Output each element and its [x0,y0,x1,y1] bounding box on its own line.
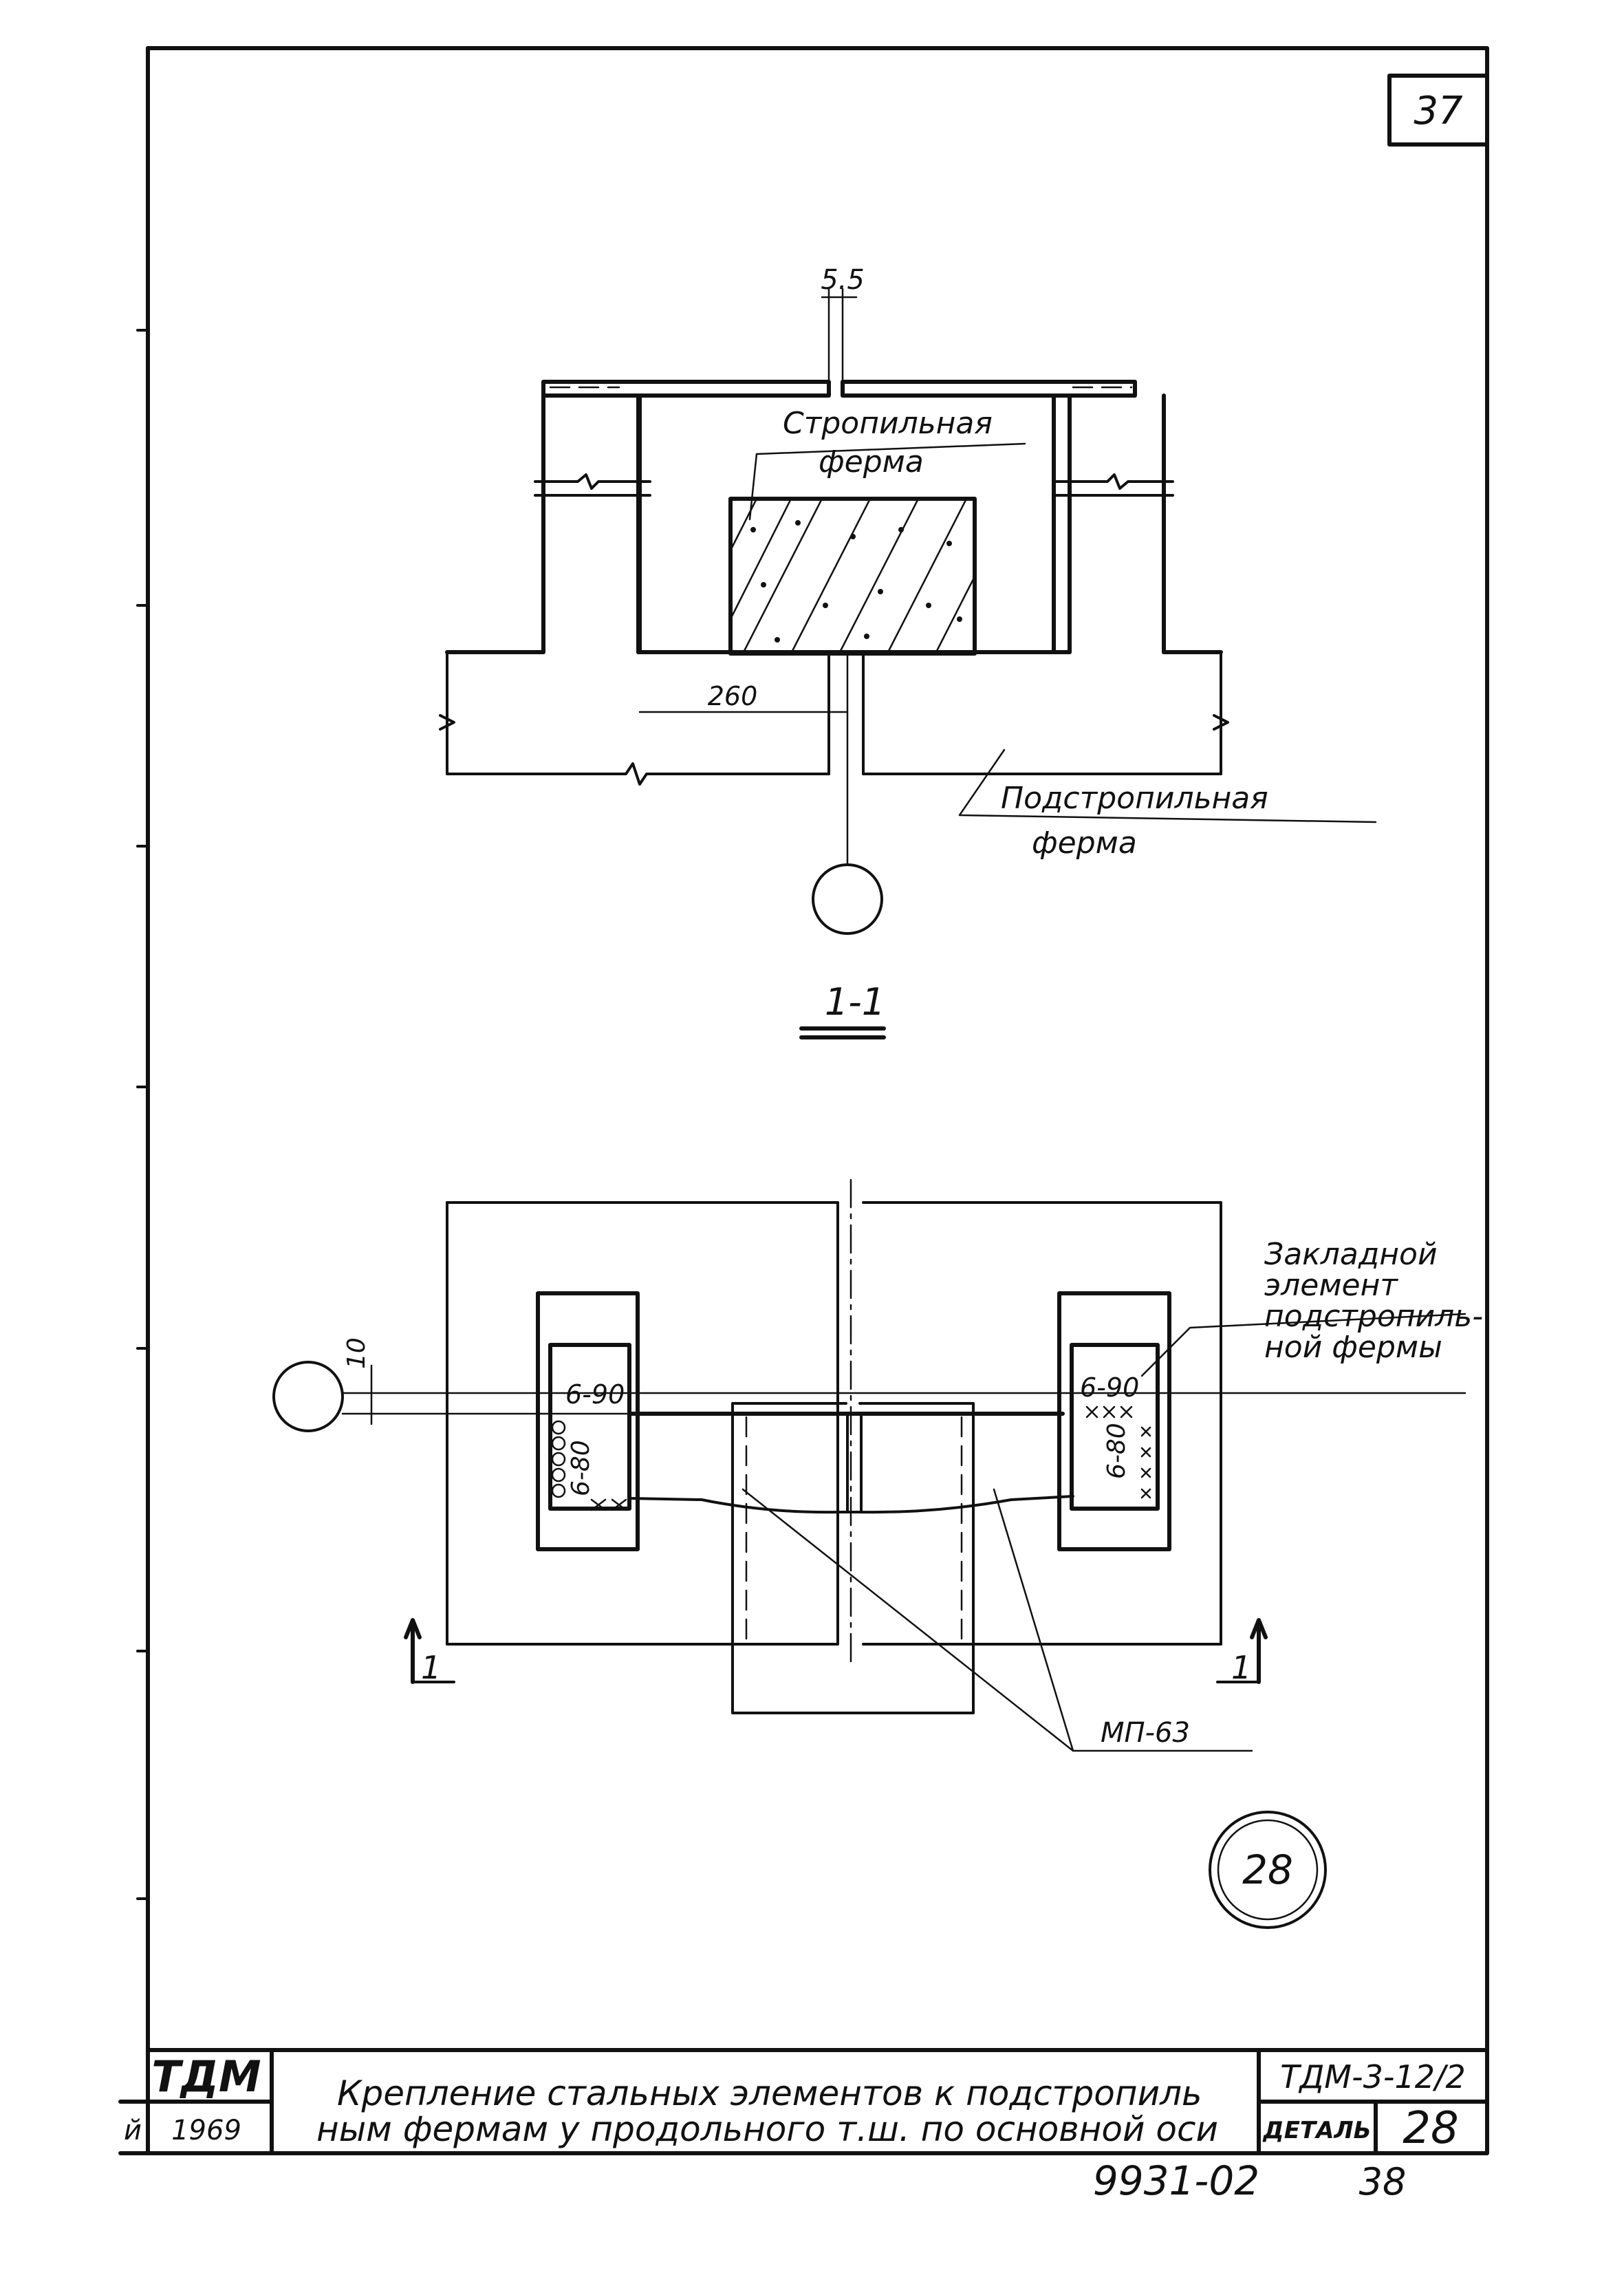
svg-text:1: 1 [1231,1649,1251,1686]
gap-dimension: 5.5 [821,264,865,296]
embed-label-1: Закладной [1264,1237,1438,1272]
weld-marks-left [551,1420,627,1511]
offset-dimension: 10 [343,1337,371,1369]
detail-number: 28 [1403,2103,1458,2154]
section-1-1: 5.5 [439,264,1377,1039]
axis-circle-section [812,863,883,935]
inventory-number: 9931-02 [1093,2157,1259,2204]
weld-label-left-side: 6-80 [567,1440,595,1496]
stamp-left-partial: й [124,2115,142,2146]
svg-text:28: 28 [1242,1846,1293,1893]
rafter-truss-label-2: ферма [819,444,924,479]
weld-label-right-top: 6-90 [1080,1372,1139,1403]
sheet-number-box: 37 [1387,74,1489,147]
axis-circle-plan [272,1361,344,1432]
stamp-year: 1969 [171,2115,241,2146]
title-block: ТДМ 1969 й Крепление стальных элементов … [118,2048,1489,2155]
sheet-number: 37 [1414,89,1463,133]
rafter-truss-block [728,497,977,656]
plan-view: 6-90 6-80 6-90 6-80 10 Закладной элемент… [272,1178,1483,1752]
section-caption: 1-1 [825,980,885,1024]
section-cut-right: 1 [1216,1618,1268,1686]
subtruss-label-1: Подстропильная [1001,781,1268,816]
detail-label: ДЕТАЛЬ [1262,2117,1371,2144]
embed-label-4: ной фермы [1264,1330,1442,1365]
weld-label-left-top: 6-90 [565,1379,625,1410]
title-line-1: Крепление стальных элементов к подстропи… [337,2073,1202,2113]
section-cut-left: 1 [404,1618,455,1686]
width-dimension: 260 [708,681,758,711]
svg-text:1: 1 [421,1649,441,1686]
part-mark-label: МП-63 [1101,1717,1190,1749]
sheet-frame [118,46,1489,2155]
aggregate-marks [750,520,962,643]
stamp-org: ТДМ [151,2051,261,2102]
weld-marks-right [1085,1405,1151,1499]
embed-label-3: подстропиль- [1264,1299,1483,1334]
embed-plate-right [1070,1343,1160,1511]
subtruss-label-2: ферма [1032,826,1137,861]
title-line-2: ным фермам у продольного т.ш. по основно… [316,2109,1218,2149]
sheet-count: 38 [1359,2160,1407,2203]
embed-label-2: элемент [1264,1268,1398,1303]
doc-code: ТДМ-3-12/2 [1280,2058,1466,2095]
rafter-truss-label-1: Стропильная [783,406,993,441]
concrete-hatching [729,497,976,655]
weld-label-right-side: 6-80 [1103,1423,1131,1479]
embed-plate-left [548,1343,631,1511]
detail-circle: 28 [1209,1811,1327,1929]
